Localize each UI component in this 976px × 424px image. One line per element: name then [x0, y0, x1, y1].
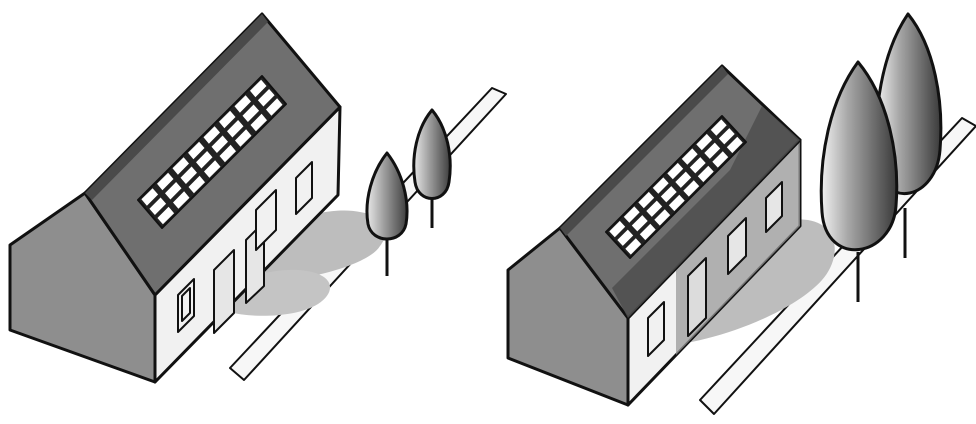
left-tree-front [367, 153, 407, 276]
right-scene [508, 14, 976, 414]
left-tree-back [414, 110, 450, 228]
left-scene [10, 14, 506, 382]
